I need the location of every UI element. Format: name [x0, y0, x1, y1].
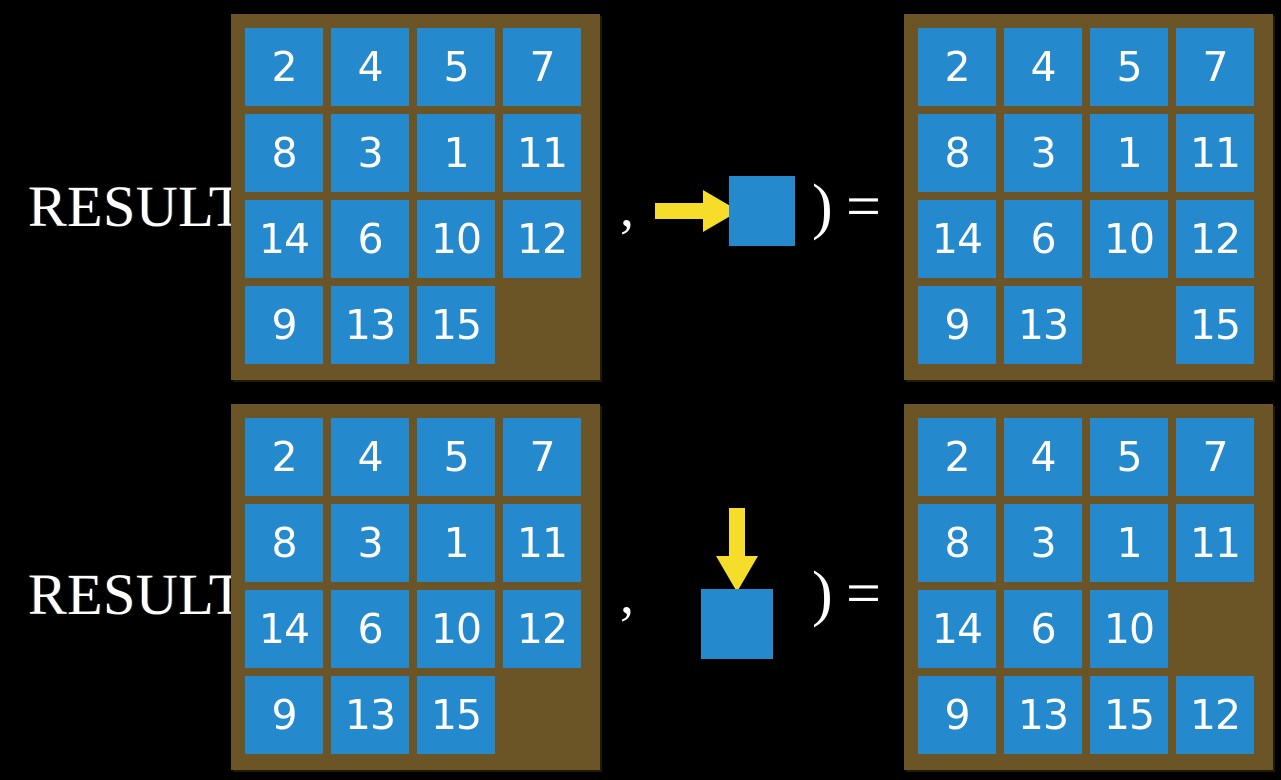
tile[interactable]: 4 [331, 28, 409, 106]
tile[interactable]: 9 [245, 676, 323, 754]
output-grid-row-1: 2 4 5 7 8 3 1 11 14 6 10 12 9 13 15 [904, 14, 1273, 380]
tile[interactable]: 2 [918, 28, 996, 106]
tile[interactable]: 8 [245, 504, 323, 582]
tile[interactable]: 15 [417, 676, 495, 754]
tile[interactable]: 13 [1004, 676, 1082, 754]
comma-separator-row-1: , [620, 177, 634, 239]
tile[interactable]: 3 [1004, 504, 1082, 582]
tile[interactable]: 15 [417, 286, 495, 364]
tile[interactable]: 2 [245, 28, 323, 106]
tile[interactable]: 8 [245, 114, 323, 192]
tile[interactable]: 5 [417, 418, 495, 496]
blank-tile-icon-row-2 [701, 589, 773, 659]
tile[interactable]: 8 [918, 504, 996, 582]
tile[interactable]: 2 [918, 418, 996, 496]
tile[interactable]: 10 [417, 590, 495, 668]
puzzle-row: 8 3 1 11 [918, 114, 1259, 192]
result-label-row-2: RESULT( [28, 562, 265, 627]
puzzle-row: 9 13 15 [245, 286, 586, 364]
close-paren-row-1: ) [812, 173, 833, 241]
blank-tile[interactable] [1090, 286, 1168, 364]
input-grid-row-2: 2 4 5 7 8 3 1 11 14 6 10 12 9 13 15 [231, 404, 600, 770]
tile[interactable]: 3 [331, 504, 409, 582]
tile[interactable]: 4 [1004, 28, 1082, 106]
puzzle-row: 2 4 5 7 [245, 28, 586, 106]
tile[interactable]: 5 [417, 28, 495, 106]
equals-sign-row-2: = [846, 560, 881, 628]
arrow-down-icon [716, 508, 758, 592]
tile[interactable]: 9 [918, 286, 996, 364]
tile[interactable]: 1 [1090, 114, 1168, 192]
tile[interactable]: 11 [1176, 114, 1254, 192]
tile[interactable]: 12 [503, 200, 581, 278]
puzzle-row: 8 3 1 11 [245, 114, 586, 192]
puzzle-row: 9 13 15 12 [918, 676, 1259, 754]
tile[interactable]: 5 [1090, 418, 1168, 496]
tile[interactable]: 11 [503, 114, 581, 192]
tile[interactable]: 7 [503, 28, 581, 106]
close-paren-row-2: ) [812, 560, 833, 628]
puzzle-row: 2 4 5 7 [918, 418, 1259, 496]
tile[interactable]: 12 [1176, 676, 1254, 754]
tile[interactable]: 15 [1090, 676, 1168, 754]
output-grid-row-2: 2 4 5 7 8 3 1 11 14 6 10 9 13 15 12 [904, 404, 1273, 770]
tile[interactable]: 9 [245, 286, 323, 364]
tile[interactable]: 3 [331, 114, 409, 192]
blank-tile-icon-row-1 [729, 176, 795, 246]
tile[interactable]: 7 [1176, 418, 1254, 496]
tile[interactable]: 14 [918, 200, 996, 278]
puzzle-row: 2 4 5 7 [245, 418, 586, 496]
puzzle-row: 14 6 10 12 [245, 200, 586, 278]
tile[interactable]: 3 [1004, 114, 1082, 192]
tile[interactable]: 6 [1004, 200, 1082, 278]
tile[interactable]: 10 [1090, 590, 1168, 668]
blank-tile[interactable] [503, 286, 581, 364]
tile[interactable]: 13 [331, 676, 409, 754]
arrow-right-icon [655, 190, 739, 232]
puzzle-row: 8 3 1 11 [918, 504, 1259, 582]
tile[interactable]: 14 [245, 200, 323, 278]
tile[interactable]: 15 [1176, 286, 1254, 364]
tile[interactable]: 6 [331, 590, 409, 668]
tile[interactable]: 6 [1004, 590, 1082, 668]
tile[interactable]: 8 [918, 114, 996, 192]
tile[interactable]: 6 [331, 200, 409, 278]
tile[interactable]: 5 [1090, 28, 1168, 106]
blank-tile[interactable] [1176, 590, 1254, 668]
input-grid-row-1: 2 4 5 7 8 3 1 11 14 6 10 12 9 13 15 [231, 14, 600, 380]
tile[interactable]: 2 [245, 418, 323, 496]
puzzle-row: 9 13 15 [245, 676, 586, 754]
tile[interactable]: 1 [417, 114, 495, 192]
tile[interactable]: 7 [503, 418, 581, 496]
puzzle-row: 14 6 10 12 [245, 590, 586, 668]
tile[interactable]: 11 [1176, 504, 1254, 582]
tile[interactable]: 12 [1176, 200, 1254, 278]
tile[interactable]: 14 [245, 590, 323, 668]
tile[interactable]: 9 [918, 676, 996, 754]
tile[interactable]: 10 [1090, 200, 1168, 278]
tile[interactable]: 10 [417, 200, 495, 278]
puzzle-row: 9 13 15 [918, 286, 1259, 364]
puzzle-row: 2 4 5 7 [918, 28, 1259, 106]
tile[interactable]: 12 [503, 590, 581, 668]
puzzle-row: 8 3 1 11 [245, 504, 586, 582]
equals-sign-row-1: = [846, 173, 881, 241]
tile[interactable]: 14 [918, 590, 996, 668]
puzzle-row: 14 6 10 12 [918, 200, 1259, 278]
tile[interactable]: 7 [1176, 28, 1254, 106]
result-label-row-1: RESULT( [28, 174, 265, 239]
tile[interactable]: 1 [417, 504, 495, 582]
tile[interactable]: 11 [503, 504, 581, 582]
tile[interactable]: 1 [1090, 504, 1168, 582]
tile[interactable]: 13 [1004, 286, 1082, 364]
tile[interactable]: 4 [331, 418, 409, 496]
tile[interactable]: 4 [1004, 418, 1082, 496]
blank-tile[interactable] [503, 676, 581, 754]
tile[interactable]: 13 [331, 286, 409, 364]
comma-separator-row-2: , [620, 564, 634, 626]
puzzle-row: 14 6 10 [918, 590, 1259, 668]
